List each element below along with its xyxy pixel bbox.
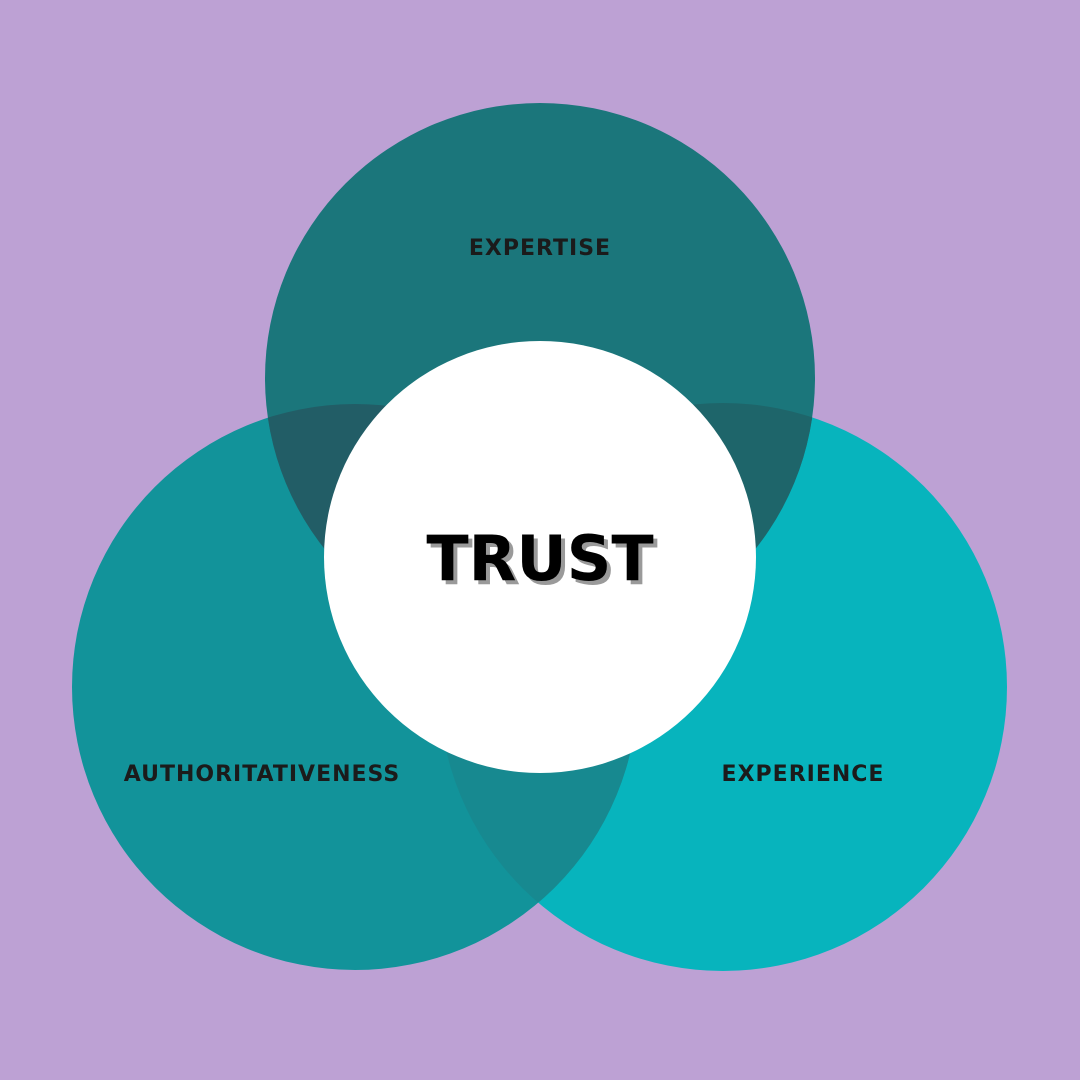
center-circle <box>324 341 756 773</box>
label-expertise: EXPERTISE <box>469 236 611 261</box>
label-authoritativeness: AUTHORITATIVENESS <box>124 762 400 787</box>
label-experience: EXPERIENCE <box>722 762 885 787</box>
center-label-trust: TRUST <box>426 522 653 595</box>
center-label-shadow: TRUST <box>430 526 657 599</box>
